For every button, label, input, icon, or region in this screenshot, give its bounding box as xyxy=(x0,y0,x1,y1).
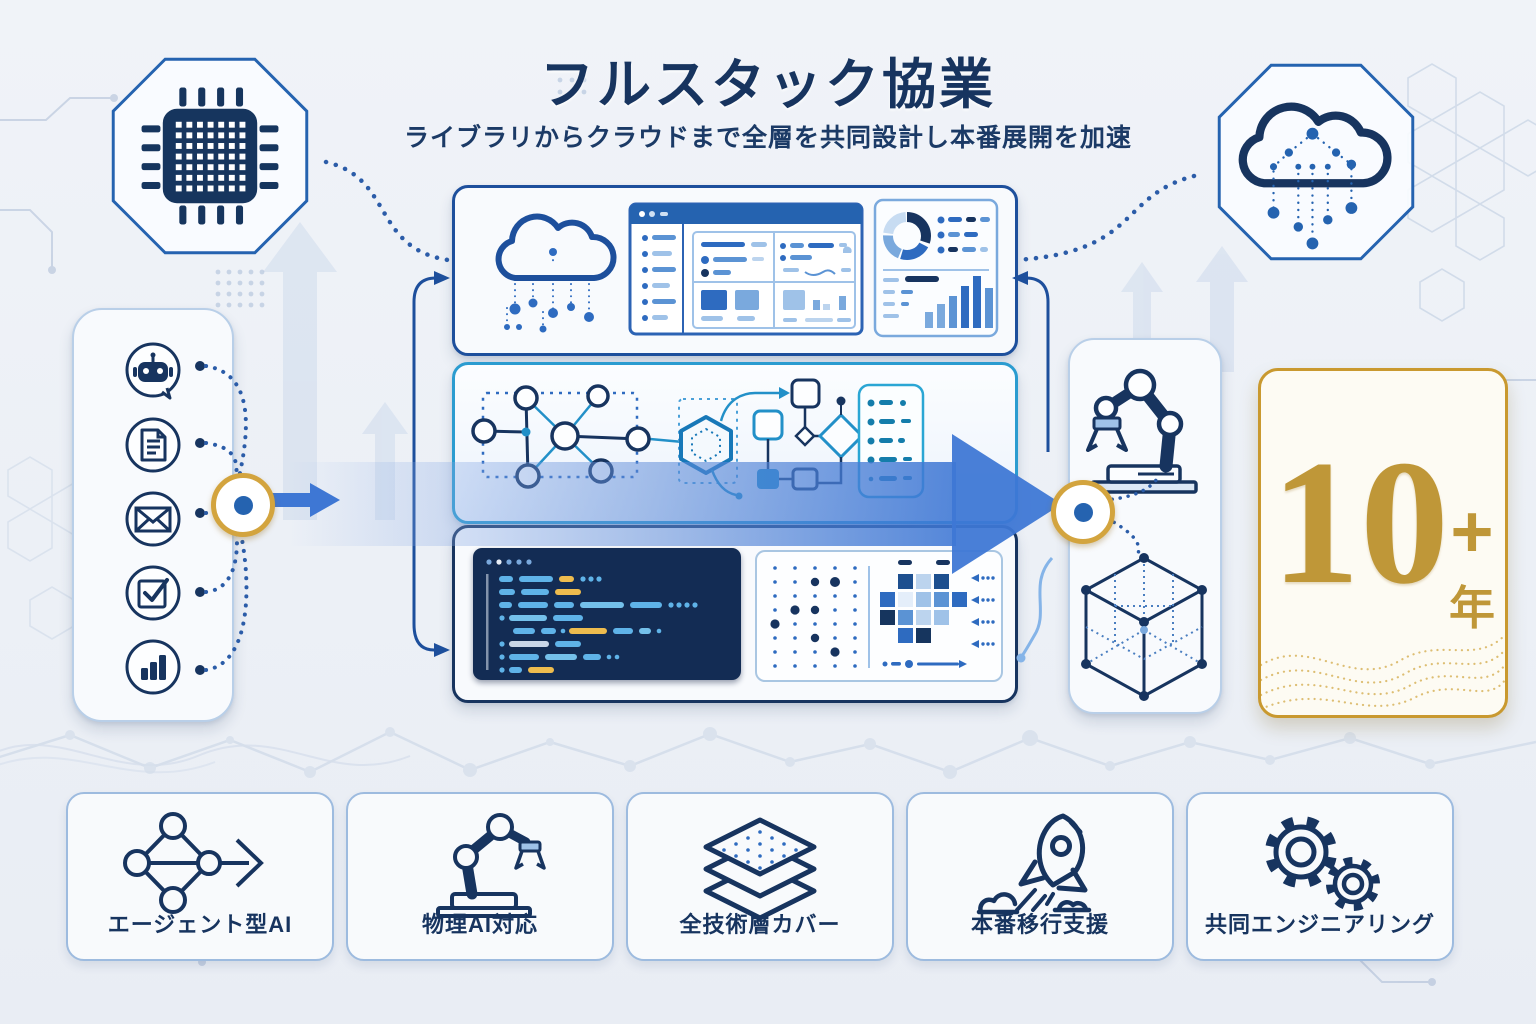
cloud-rain-icon xyxy=(495,213,617,333)
feature-card-agentic-ai: エージェント型AI xyxy=(66,792,334,961)
flow-arrow-band xyxy=(288,462,956,546)
chip-icon xyxy=(141,87,279,225)
heatmap-grid-icon xyxy=(880,560,967,643)
agent-network-arrow-icon xyxy=(123,812,264,914)
code-editor xyxy=(473,548,741,680)
analytics-card xyxy=(873,198,999,338)
document-icon xyxy=(122,414,184,476)
cloud-octagon xyxy=(1198,44,1434,280)
feature-label: 本番移行支援 xyxy=(970,912,1109,937)
feature-card-co-engineering: 共同エンジニアリング xyxy=(1186,792,1454,961)
output-hub-node xyxy=(1051,480,1115,544)
gears-icon xyxy=(1265,816,1380,911)
input-sources-panel xyxy=(72,308,234,722)
flow-arrow-head xyxy=(952,434,1062,574)
years-badge: 10 + 年 xyxy=(1261,433,1505,638)
feature-card-production: 本番移行支援 xyxy=(906,792,1174,961)
input-hub-node xyxy=(211,473,275,537)
gold-wave-decoration xyxy=(1261,633,1505,711)
years-plus: + xyxy=(1450,490,1494,573)
browser-dashboard-mockup xyxy=(628,202,864,336)
bar-chart-icon xyxy=(122,636,184,698)
years-unit: 年 xyxy=(1449,581,1495,634)
page-title: フルスタック協業 xyxy=(540,55,996,115)
robot-arm-icon xyxy=(436,813,546,918)
feature-card-physical-ai: 物理AI対応 xyxy=(346,792,614,961)
cloud-dashboard-panel xyxy=(452,185,1018,356)
rocket-icon xyxy=(976,813,1092,915)
chip-octagon xyxy=(92,38,328,274)
feature-card-full-stack: 全技術層カバー xyxy=(626,792,894,961)
years-value: 10 xyxy=(1271,423,1449,621)
feature-label: エージェント型AI xyxy=(107,912,293,937)
arrow-dots-rows xyxy=(971,574,995,648)
bottom-flow-row xyxy=(882,660,967,668)
chatbot-icon xyxy=(122,340,184,402)
page-subtitle: ライブラリからクラウドまで全層を共同設計し本番展開を加速 xyxy=(403,124,1132,152)
years-badge-card: 10 + 年 xyxy=(1258,368,1508,718)
wireframe-cube-icon xyxy=(1081,553,1207,701)
cloud-data-icon xyxy=(1238,102,1392,250)
robot-arm-icon xyxy=(1086,368,1198,494)
layers-icon xyxy=(703,817,817,921)
mini-bars-icon xyxy=(925,276,993,328)
matrix-heatmap-panel xyxy=(755,550,1003,682)
code-stage-panel xyxy=(452,525,1018,703)
checkbox-icon xyxy=(122,562,184,624)
feature-label: 共同エンジニアリング xyxy=(1204,912,1435,937)
dot-matrix-icon xyxy=(770,566,857,668)
mail-icon xyxy=(122,488,184,550)
